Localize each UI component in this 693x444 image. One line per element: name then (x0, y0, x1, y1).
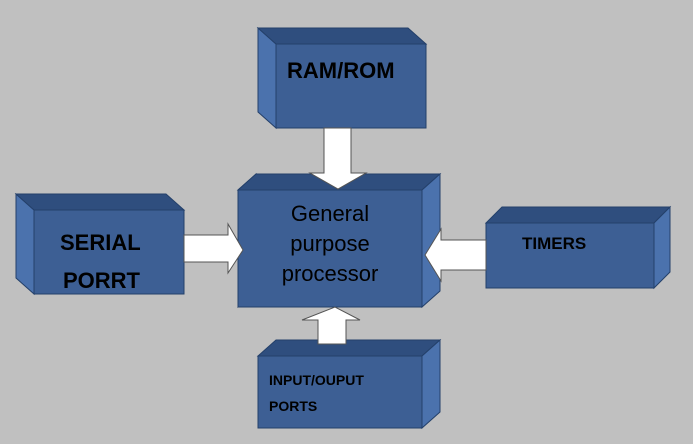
arrow-ram-to-processor (308, 127, 368, 190)
io-ports-label-line-2: PORTS (269, 398, 318, 414)
io-ports-label-line-1: INPUT/OUPUT (269, 372, 364, 388)
processor-label: General purpose processor (238, 199, 422, 289)
timers-label: TIMERS (522, 234, 587, 253)
io-ports-label: INPUT/OUPUT PORTS (269, 367, 364, 419)
arrow-timers-to-processor (424, 227, 487, 283)
arrow-io-to-processor (301, 306, 361, 345)
processor-label-line-2: purpose (290, 231, 370, 256)
serial-port-block (14, 192, 186, 296)
processor-label-line-3: processor (281, 261, 379, 286)
io-ports-block (256, 338, 442, 430)
arrow-serial-to-processor (183, 222, 244, 275)
ram-rom-label: RAM/ROM (287, 58, 395, 83)
serial-port-label-line-1: SERIAL (60, 230, 141, 255)
timers-block (484, 205, 672, 290)
serial-port-label-line-2: PORRT (63, 268, 140, 293)
processor-label-line-1: General (290, 201, 370, 226)
ram-rom-block (256, 26, 428, 130)
serial-port-label: SERIAL PORRT (60, 224, 141, 300)
